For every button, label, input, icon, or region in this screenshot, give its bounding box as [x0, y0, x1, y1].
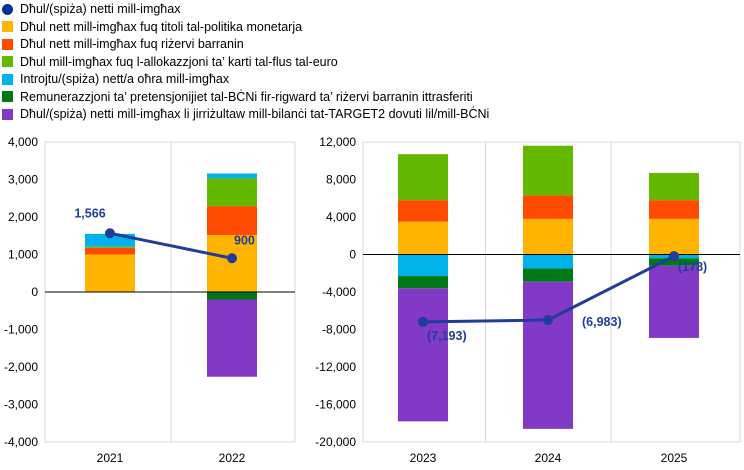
legend-item-monetary-policy-securities: Dħul nett mill-imgħax fuq titoli tal-pol…: [2, 18, 302, 36]
legend-item-net-interest: Dħul/(spiża) netti mill-imgħax: [2, 0, 180, 18]
legend-item-other-interest: Introjtu/(spiża) nett/a oħra mill-imgħax: [2, 70, 229, 88]
legend-marker-square: [2, 73, 13, 85]
net-interest-data-label: (178): [678, 260, 707, 274]
plot-area-frame: [362, 141, 741, 443]
bar-segment: [523, 218, 573, 255]
bar-segment: [85, 254, 135, 292]
x-tick-label: 2022: [219, 451, 246, 465]
bar-segment: [85, 247, 135, 255]
bar-segment: [207, 206, 257, 235]
legend-label: Introjtu/(spiża) nett/a oħra mill-imgħax: [20, 72, 230, 86]
net-interest-point: [669, 251, 679, 262]
net-interest-point: [418, 316, 428, 327]
legend-label: Dħul nett mill-imgħax fuq riżervi barran…: [20, 37, 244, 51]
bar-segment: [207, 299, 257, 377]
net-interest-line: [109, 231, 233, 260]
y-tick-label: 0: [349, 248, 356, 262]
bar-segment: [649, 200, 699, 219]
net-interest-data-label: 900: [234, 233, 255, 247]
legend-label: Dħul nett mill-imgħax fuq titoli tal-pol…: [20, 19, 303, 34]
legend-label: Dħul mill-imgħax fuq l-allokazzjoni ta’ …: [20, 54, 338, 69]
x-tick-label: 2023: [410, 451, 437, 465]
y-tick-label: 3,000: [8, 173, 38, 187]
y-tick-label: 4,000: [8, 135, 38, 149]
bar-segment: [523, 254, 573, 269]
legend-marker-circle: [2, 3, 13, 15]
legend-label: Dħul/(spiża) netti mill-imgħax: [20, 2, 181, 16]
y-tick-label: 8,000: [326, 173, 356, 187]
y-tick-label: -4,000: [4, 435, 38, 449]
bar-segment: [649, 172, 699, 201]
y-tick-label: -12,000: [315, 360, 356, 374]
bar-segment: [398, 276, 448, 289]
y-tick-label: -20,000: [315, 435, 356, 449]
bar-segment: [398, 288, 448, 422]
bar-segment: [649, 265, 699, 338]
legend-item-foreign-reserves: Dħul nett mill-imgħax fuq riżervi barran…: [2, 35, 244, 53]
y-tick-label: 1,000: [8, 248, 38, 262]
x-tick-label: 2025: [661, 451, 688, 465]
bar-segment: [85, 246, 135, 248]
legend-marker-square: [2, 91, 13, 102]
bar-segment: [207, 292, 257, 300]
legend-label: Dħul/(spiża) netti mill-imgħax li jirriż…: [20, 107, 490, 121]
y-tick-label: 4,000: [326, 210, 356, 224]
net-interest-point: [227, 253, 237, 264]
bar-segment: [398, 254, 448, 277]
legend-marker-square: [2, 56, 13, 67]
y-tick-label: 2,000: [8, 210, 38, 224]
bar-segment: [523, 281, 573, 429]
net-interest-data-label: (6,983): [582, 315, 622, 329]
legend-marker-square: [2, 108, 13, 120]
net-interest-data-label: 1,566: [74, 206, 105, 220]
y-tick-label: -1,000: [4, 323, 38, 337]
bar-segment: [398, 154, 448, 201]
net-interest-data-label: (7,193): [427, 329, 467, 343]
legend-item-target2: Dħul/(spiża) netti mill-imgħax li jirriż…: [2, 105, 489, 123]
x-tick-label: 2024: [535, 451, 562, 465]
bar-segment: [207, 235, 257, 292]
bar-segment: [207, 173, 257, 179]
bar-segment: [398, 221, 448, 255]
y-tick-label: -3,000: [4, 398, 38, 412]
legend-item-banknotes: Dħul mill-imgħax fuq l-allokazzjoni ta’ …: [2, 53, 338, 71]
y-tick-label: 12,000: [319, 135, 356, 149]
bar-segment: [649, 258, 699, 266]
y-tick-label: 0: [31, 285, 38, 299]
net-interest-point: [543, 314, 553, 325]
bar-segment: [207, 178, 257, 207]
y-tick-label: -8,000: [322, 323, 356, 337]
y-tick-label: -2,000: [4, 360, 38, 374]
legend-marker-square: [2, 38, 13, 50]
legend-item-ncb-remuneration: Remunerazzjoni ta’ pretensjonijiet tal-B…: [2, 88, 473, 106]
bar-segment: [523, 145, 573, 196]
legend-label: Remunerazzjoni ta’ pretensjonijiet tal-B…: [20, 89, 473, 104]
y-tick-label: -4,000: [322, 285, 356, 299]
bar-segment: [398, 200, 448, 222]
y-tick-label: -16,000: [315, 398, 356, 412]
legend-marker-square: [2, 21, 13, 32]
x-tick-label: 2021: [97, 451, 124, 465]
bar-segment: [649, 218, 699, 255]
bar-segment: [523, 195, 573, 219]
bar-segment: [523, 268, 573, 282]
net-interest-point: [105, 228, 115, 239]
